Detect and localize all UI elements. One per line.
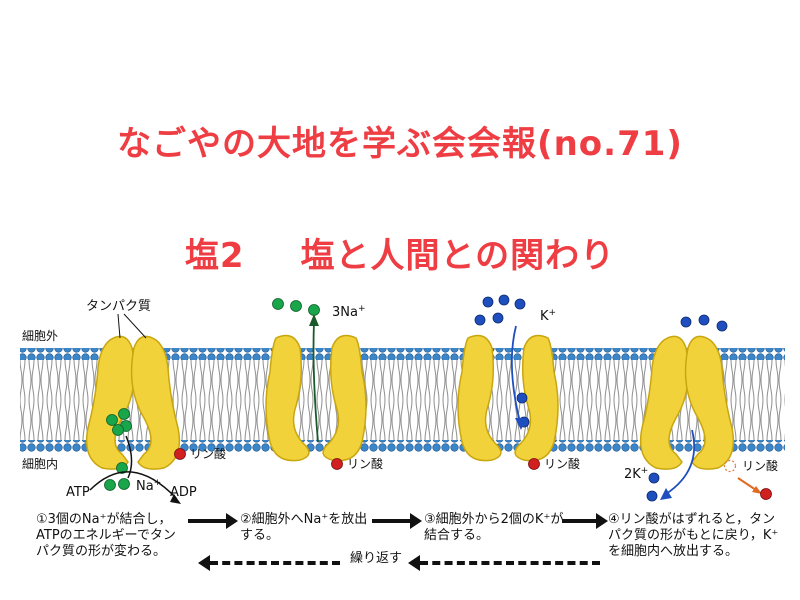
protein-2 <box>265 334 367 462</box>
potassium-ions-released <box>646 472 660 502</box>
phosphate-empty <box>723 459 737 473</box>
phosphate-label-4: リン酸 <box>742 458 778 473</box>
sodium-ions-bound <box>106 408 132 436</box>
phosphate-label-3: リン酸 <box>544 456 580 471</box>
arrow-step-2-to-3 <box>372 513 422 529</box>
phosphate-2 <box>331 458 343 470</box>
page-title: なごやの大地を学ぶ会会報(no.71) <box>117 124 683 164</box>
adp-label: ADP <box>170 485 197 500</box>
sodium-ions-released <box>272 298 320 316</box>
atp-label: ATP <box>66 485 90 500</box>
na-label: Na+ <box>136 478 161 494</box>
repeat-arrow-left <box>198 555 340 571</box>
repeat-arrow-right <box>408 555 600 571</box>
k-label: K+ <box>540 308 556 324</box>
inside-label: 細胞内 <box>22 457 58 471</box>
sodium-ions-incoming <box>104 462 130 491</box>
outside-label: 細胞外 <box>22 329 58 343</box>
arrow-step-3-to-4 <box>562 513 608 529</box>
k2-label: 2K+ <box>624 466 648 482</box>
sodium-potassium-pump-diagram: タンパク質 細胞外 細胞内 リン酸 ATP Na+ ADP 3Na+ リン酸 <box>20 294 785 504</box>
protein-label: タンパク質 <box>86 299 151 314</box>
repeat-label: 繰り返す <box>350 551 403 566</box>
subtitle-part1: 塩2 <box>184 236 245 276</box>
protein-3 <box>457 334 559 462</box>
phosphate-3 <box>528 458 540 470</box>
potassium-ions-outside-4 <box>680 314 728 332</box>
step-1-caption: ①3個のNa⁺が結合し，ATPのエネルギーでタンパク質の形が変わる。 <box>36 512 176 559</box>
arrow-step-1-to-2 <box>188 513 238 529</box>
phosphate-label-2: リン酸 <box>347 456 383 471</box>
phosphate-released <box>760 488 772 500</box>
na3-label: 3Na+ <box>332 304 366 320</box>
page-subtitle: 塩2 塩と人間との関わり <box>0 228 800 277</box>
step-2-caption: ②細胞外へNa⁺を放出する。 <box>240 512 368 543</box>
subtitle-part2: 塩と人間との関わり <box>300 236 616 276</box>
phosphate-label-1: リン酸 <box>190 446 226 461</box>
step-4-caption: ④リン酸がはずれると，タンパク質の形がもとに戻り，K⁺を細胞内へ放出する。 <box>608 512 779 559</box>
phosphate-1 <box>174 448 186 460</box>
potassium-ions-outside <box>474 294 526 326</box>
step-3-caption: ③細胞外から2個のK⁺が結合する。 <box>424 512 564 543</box>
protein-4 <box>639 335 735 470</box>
